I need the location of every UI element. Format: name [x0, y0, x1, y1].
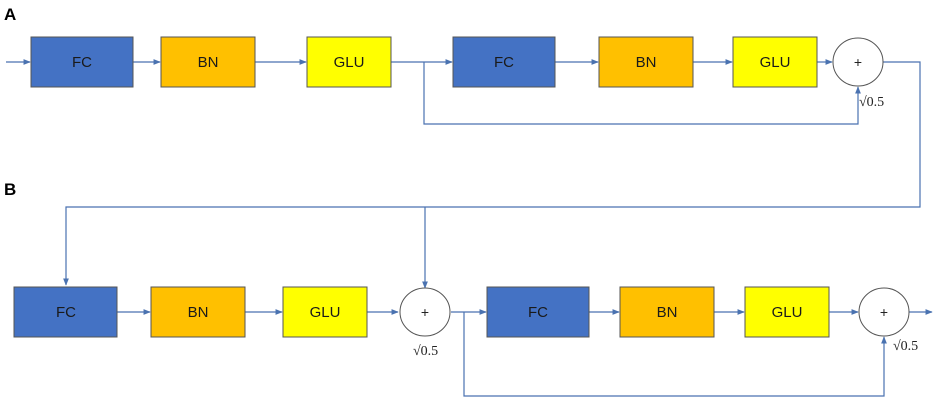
sum-node-b2: +	[858, 287, 910, 337]
panel-label-a: A	[4, 5, 16, 24]
sum-symbol: +	[880, 304, 888, 320]
glu-label: GLU	[772, 304, 803, 321]
scale-label-a: √0.5	[859, 95, 884, 110]
fc-block-a2: FC	[452, 36, 556, 88]
fc-label: FC	[56, 304, 76, 321]
connectors-row-b	[117, 309, 933, 397]
bn-label: BN	[636, 54, 657, 71]
scale-label-b2: √0.5	[893, 339, 918, 354]
bn-label: BN	[657, 304, 678, 321]
fc-block-b2: FC	[486, 286, 590, 338]
glu-block-a1: GLU	[306, 36, 392, 88]
bn-label: BN	[198, 54, 219, 71]
bn-block-b1: BN	[150, 286, 246, 338]
fc-label: FC	[72, 54, 92, 71]
fc-block-b1: FC	[13, 286, 118, 338]
bn-block-b2: BN	[619, 286, 715, 338]
glu-block-b2: GLU	[744, 286, 830, 338]
glu-label: GLU	[760, 54, 791, 71]
sum-node-a: +	[832, 37, 884, 87]
connectors-row-a	[6, 59, 921, 289]
fc-label: FC	[528, 304, 548, 321]
glu-label: GLU	[334, 54, 365, 71]
scale-label-b1: √0.5	[413, 344, 438, 359]
panel-label-b: B	[4, 180, 16, 199]
fc-block-a1: FC	[30, 36, 134, 88]
bn-block-a2: BN	[598, 36, 694, 88]
glu-label: GLU	[310, 304, 341, 321]
sum-symbol: +	[421, 304, 429, 320]
bn-block-a1: BN	[160, 36, 256, 88]
glu-block-a2: GLU	[732, 36, 818, 88]
sum-node-b1: +	[399, 287, 451, 337]
fc-label: FC	[494, 54, 514, 71]
bn-label: BN	[188, 304, 209, 321]
sum-symbol: +	[854, 54, 862, 70]
glu-block-b1: GLU	[282, 286, 368, 338]
